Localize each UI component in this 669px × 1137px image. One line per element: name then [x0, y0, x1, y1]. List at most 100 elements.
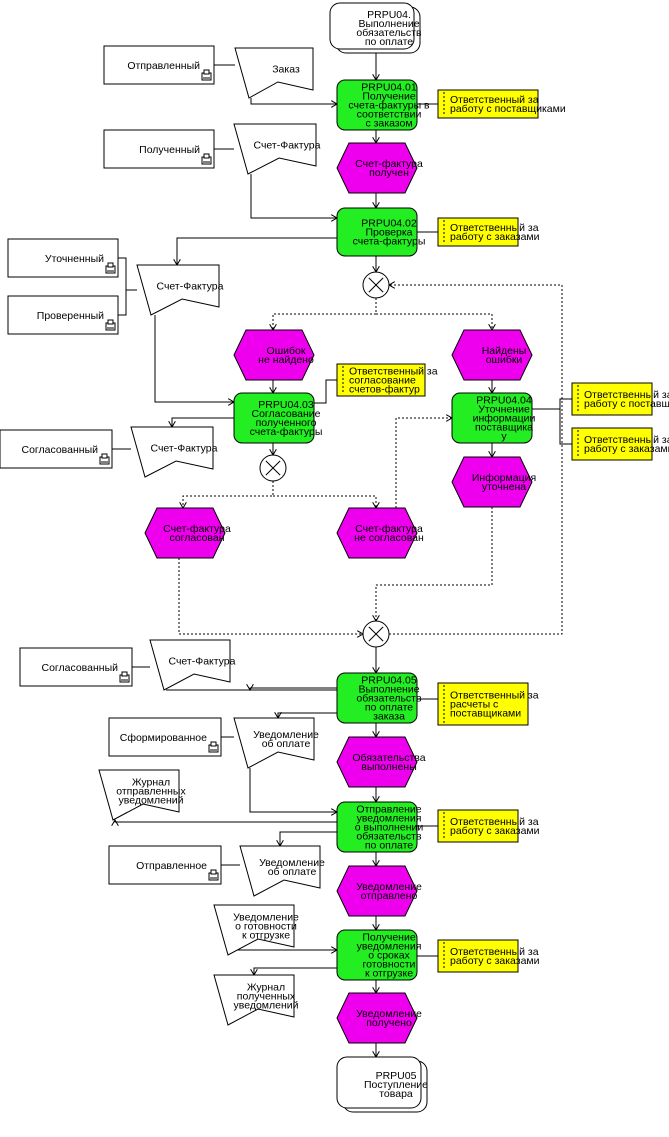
connector-line [273, 298, 377, 330]
state-s6: Сформированное [108, 717, 222, 757]
event-shape [233, 329, 315, 381]
role-shape [437, 939, 519, 973]
label-line: работу с поставщиками [584, 398, 669, 410]
label-line: ошибки [486, 354, 523, 366]
state-shape [108, 717, 222, 757]
document-d0: Заказ [234, 47, 314, 99]
process-shape [329, 2, 415, 50]
connector-line [249, 768, 337, 812]
function-shape [336, 207, 418, 257]
role-r2: Ответственный засогласованиесчетов-факту… [336, 363, 438, 397]
function-shape [451, 392, 533, 444]
state-label: Отправленное [136, 860, 207, 872]
label-line: Счет-Фактура [150, 443, 217, 455]
state-s0: Отправленный [103, 45, 215, 85]
connector-line [278, 713, 337, 718]
label-line: согласование [349, 375, 416, 387]
state-shape [108, 845, 222, 885]
label-line: по оплате [365, 840, 413, 852]
label-line: поставщика [475, 422, 533, 434]
label-line: уточнена [482, 481, 526, 493]
connector-line [532, 398, 572, 410]
connector-line [178, 558, 363, 634]
xor-operator-x1 [259, 454, 287, 482]
connector-line [376, 507, 493, 621]
xor-operator-x0 [362, 271, 390, 299]
label-line: Отправление [356, 804, 421, 816]
role-shape [437, 89, 539, 119]
state-label: Проверенный [37, 310, 104, 322]
label-line: поставщиками [450, 708, 521, 720]
event-shape [336, 992, 418, 1044]
printer-icon [208, 869, 219, 881]
label-line: получено [366, 1017, 412, 1029]
printer-icon [201, 153, 212, 165]
label-line: Ответственный за [584, 389, 669, 401]
state-label: Согласованный [21, 444, 98, 456]
label-line: обязательств [356, 693, 422, 705]
label-line: Ответственный за [349, 366, 438, 378]
label-line: по оплате [365, 702, 413, 714]
label-line: Ответственный за [450, 222, 539, 234]
label-line: расчеты с [450, 699, 498, 711]
label-line: Получение [362, 932, 416, 944]
label-line: Счет-фактура [355, 158, 423, 170]
state-shape [103, 129, 215, 169]
label-line: информации [473, 413, 536, 425]
label-line: полученных [237, 991, 296, 1003]
label-line: отправлено [361, 890, 418, 902]
label-line: заказа [373, 711, 405, 723]
label-line: к отгрузке [242, 930, 290, 942]
function-f2: PRPU04.03Согласованиеполученногосчета-фа… [233, 392, 322, 444]
state-label: Согласованный [41, 662, 118, 674]
connector-line [559, 409, 572, 445]
label-line: Журнал [132, 777, 170, 789]
document-d4: Счет-Фактура [149, 639, 236, 691]
connector-line [250, 174, 337, 218]
label-line: Уведомление [259, 857, 325, 869]
function-shape [233, 392, 315, 444]
event-shape [336, 736, 418, 788]
label-line: об оплате [268, 866, 317, 878]
connector-line [172, 417, 234, 427]
function-shape [336, 929, 418, 981]
state-label: Уточненный [45, 253, 104, 265]
state-label: Сформированное [120, 732, 207, 744]
document-shape [234, 47, 314, 99]
label-line: работу с заказами [450, 955, 540, 967]
label-line: Счет-фактура [163, 523, 231, 535]
label-line: Поступление [364, 1079, 428, 1091]
label-line: Уведомление [356, 1008, 422, 1020]
label-line: PRPU04.03 [258, 399, 314, 411]
label-line: Уведомление [356, 881, 422, 893]
label-line: не найдено [258, 354, 314, 366]
event-shape [336, 142, 418, 194]
label-line: Заказ [272, 64, 300, 76]
function-shape [336, 801, 418, 853]
label-line: уведомления [357, 813, 422, 825]
connector-line [115, 820, 337, 822]
connector-line [280, 831, 337, 846]
function-shape [336, 79, 418, 131]
role-shape [437, 809, 519, 843]
label-line: выполнены [361, 761, 417, 773]
label-line: Счет-Фактура [168, 656, 235, 668]
label-line: счетов-фактур [349, 384, 420, 396]
state-s3: Проверенный [7, 295, 119, 335]
label-line: с заказом [365, 118, 412, 130]
label-line: не согласован [354, 532, 424, 544]
label-line: Получение [362, 91, 416, 103]
label-line: Счет-Фактура [253, 140, 320, 152]
document-shape [233, 717, 315, 769]
role-shape [336, 363, 426, 397]
